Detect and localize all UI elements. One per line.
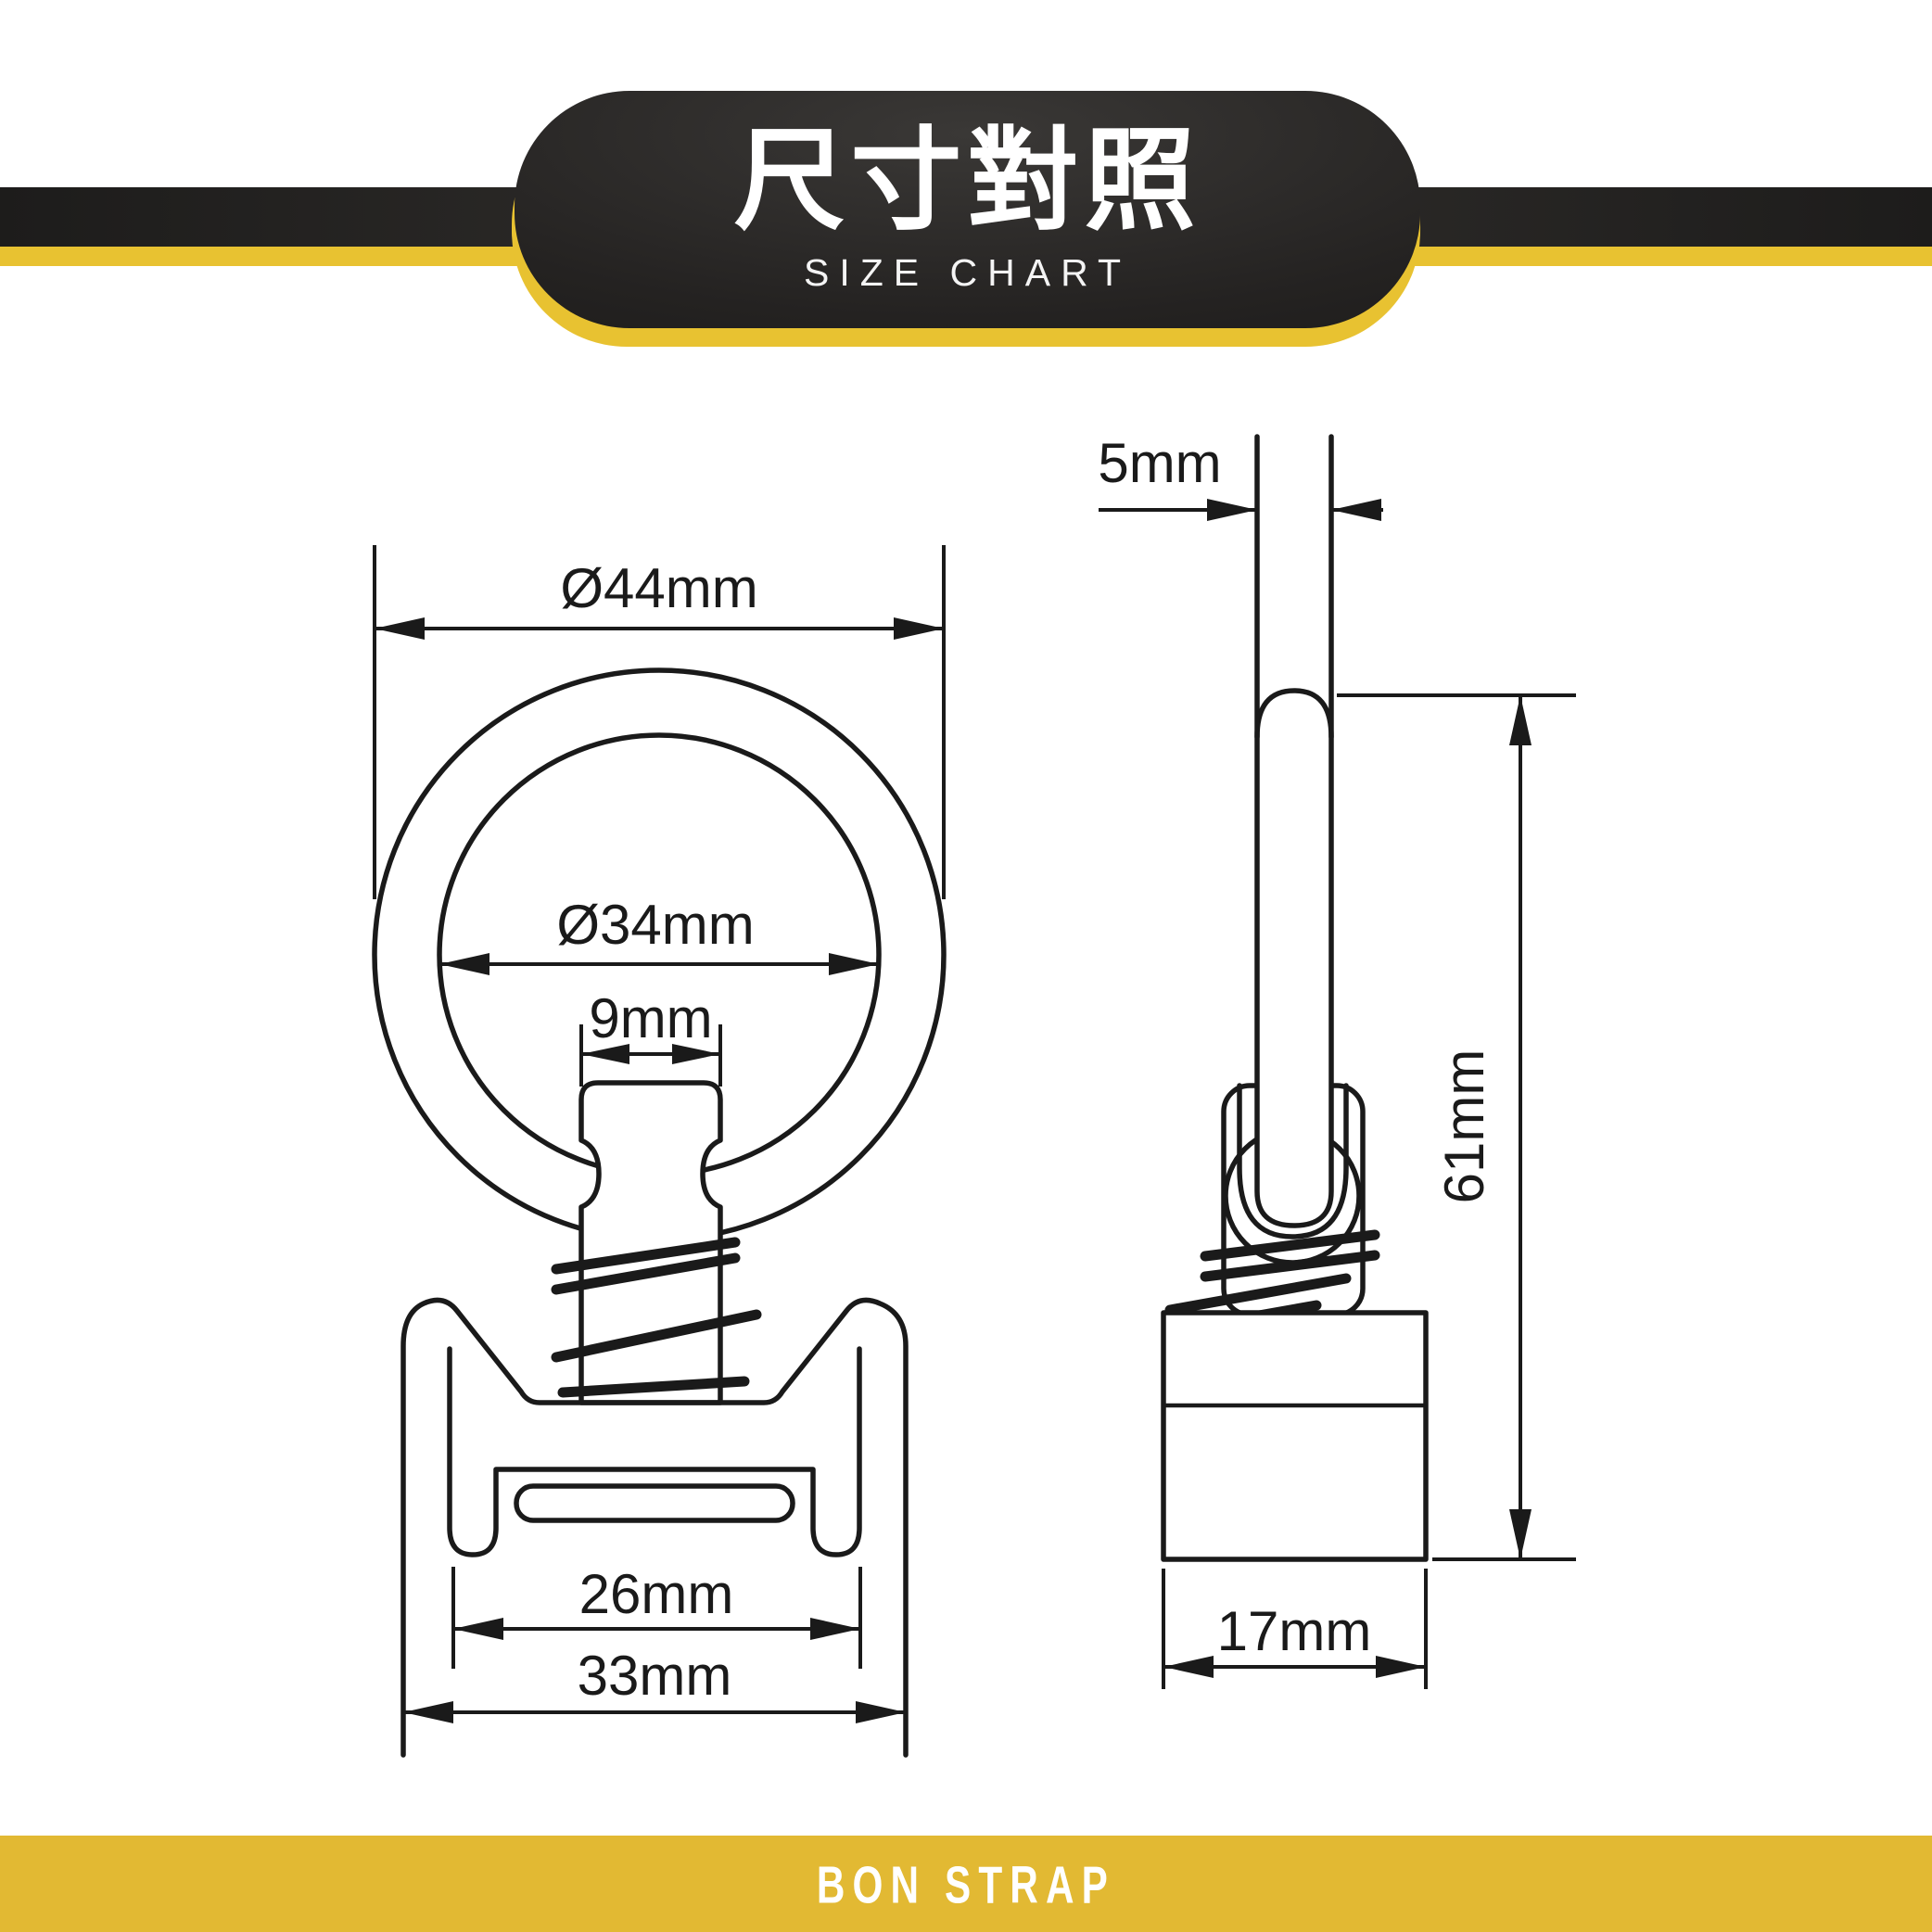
base-slot (514, 1483, 795, 1523)
brand-name: BON STRAP (816, 1854, 1116, 1913)
footer-bar: BON STRAP (0, 1836, 1932, 1932)
dim-base-outer-width: 33mm (403, 1645, 906, 1723)
base-side (1161, 1310, 1429, 1562)
front-view-drawing: Ø44mm Ø34mm 9mm (372, 545, 947, 1758)
spring-hatch-front (551, 1237, 762, 1398)
dim-strap-width-label: 9mm (589, 987, 712, 1049)
dim-ring-thickness: 5mm (1098, 432, 1383, 521)
dim-base-depth-label: 17mm (1217, 1600, 1372, 1662)
strap-side-edges (1254, 434, 1334, 1228)
page-subtitle: SIZE CHART (804, 250, 1131, 294)
strap-fold-arch (1254, 688, 1334, 740)
spring-hatch-side (1164, 1229, 1380, 1337)
strap-tab (578, 1080, 723, 1405)
dim-base-outer-width-label: 33mm (578, 1645, 732, 1707)
strap-side-fill (1257, 437, 1331, 1226)
swivel-slot-edge (1237, 1083, 1349, 1239)
dim-base-inner-width-label: 26mm (579, 1563, 734, 1625)
title-pill: 尺寸對照 SIZE CHART (515, 91, 1420, 328)
dim-base-inner-width: 26mm (451, 1563, 862, 1669)
dim-base-depth: 17mm (1162, 1569, 1428, 1689)
side-view-drawing: 5mm 61mm 17mm (1098, 432, 1576, 1689)
dim-outer-diameter: Ø44mm (373, 545, 946, 899)
dim-inner-diameter-label: Ø34mm (556, 894, 754, 956)
page-title: 尺寸對照 (733, 118, 1201, 243)
dim-ring-thickness-label: 5mm (1098, 432, 1221, 494)
dim-overall-height-label: 61mm (1433, 1049, 1495, 1204)
dim-inner-diameter: Ø34mm (439, 894, 879, 975)
base-front (400, 1297, 909, 1758)
dim-outer-diameter-label: Ø44mm (560, 557, 757, 619)
dim-overall-height: 61mm (1337, 693, 1576, 1561)
dim-strap-width: 9mm (579, 987, 722, 1087)
